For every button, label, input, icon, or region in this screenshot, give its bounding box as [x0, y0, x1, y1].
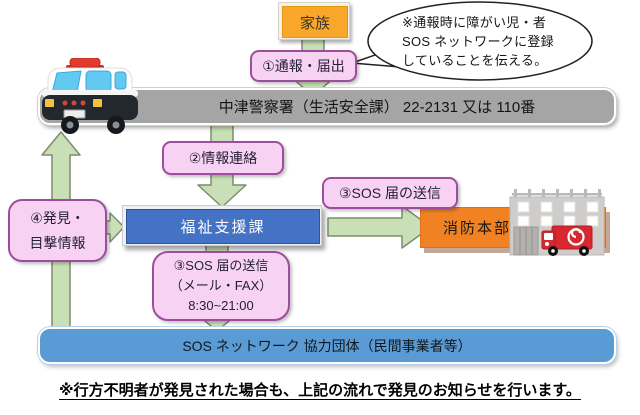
mail-line: （メール・FAX） [169, 278, 273, 293]
step3-label: ③SOS 届の送信 [338, 185, 441, 201]
bubble-line: ※通報時に障がい児・者 [402, 15, 547, 30]
mail-fax-box: ③SOS 届の送信 （メール・FAX） 8:30~21:00 [152, 251, 290, 321]
sos-network-label: SOS ネットワーク 協力団体（民間事業者等） [182, 337, 472, 354]
step3-send-box: ③SOS 届の送信 [322, 177, 458, 209]
sos-network-bar: SOS ネットワーク 協力団体（民間事業者等） [38, 327, 616, 364]
step2-info-box: ②情報連絡 [162, 141, 284, 175]
step1-report-box: ①通報・届出 [250, 50, 357, 82]
police-station-label: 中津警察署（生活安全課） 22-2131 又は 110番 [218, 99, 536, 116]
mail-line: ③SOS 届の送信 [173, 258, 269, 273]
bubble-line: していることを伝える。 [402, 53, 548, 68]
arrow-welfare-to-fire [327, 205, 432, 249]
step1-label: ①通報・届出 [262, 58, 345, 74]
step4-line: ④発見・ [30, 209, 85, 226]
bubble-note: ※通報時に障がい児・者 SOS ネットワークに登録 していることを伝える。 [402, 13, 592, 70]
step2-label: ②情報連絡 [188, 150, 258, 166]
fire-hq-bar: 消防本部 [420, 207, 606, 248]
police-station-bar: 中津警察署（生活安全課） 22-2131 又は 110番 [38, 88, 616, 125]
welfare-box: 福祉支援課 [122, 205, 322, 246]
family-box: 家族 [278, 2, 350, 40]
step4-line: 目撃情報 [29, 234, 86, 251]
step4-sighting-box: ④発見・ 目撃情報 [8, 199, 107, 262]
family-label: 家族 [282, 6, 348, 38]
footnote: ※行方不明者が発見された場合も、上記の流れで発見のお知らせを行います。 [0, 379, 640, 400]
mail-line: 8:30~21:00 [188, 298, 254, 313]
bubble-line: SOS ネットワークに登録 [402, 34, 554, 49]
fire-hq-label: 消防本部 [443, 220, 512, 237]
footnote-text: ※行方不明者が発見された場合も、上記の流れで発見のお知らせを行います。 [59, 382, 581, 399]
welfare-label: 福祉支援課 [126, 209, 320, 244]
